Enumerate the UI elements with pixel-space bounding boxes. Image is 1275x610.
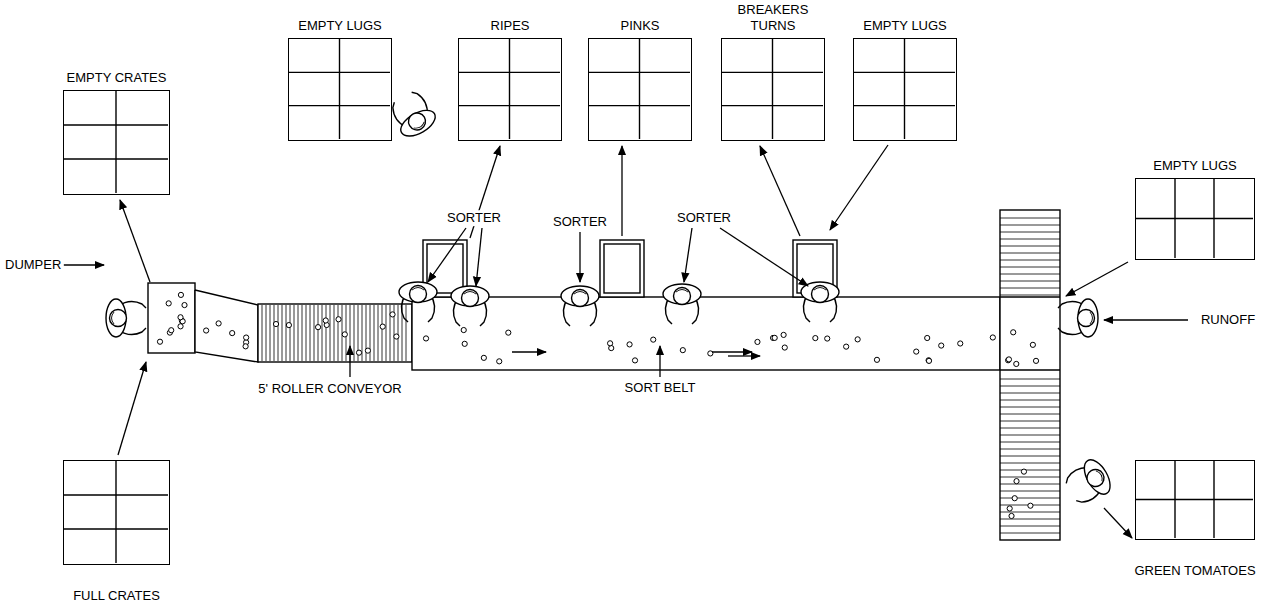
pallet-label: RIPES [488,18,531,34]
flow-arrow [62,264,104,265]
callout-label: DUMPER [3,257,63,273]
runoff-conveyor [1000,210,1060,540]
flow-arrow [830,145,888,230]
grid-lines [459,39,560,139]
worker [801,282,839,322]
pallet-label: EMPTY LUGS [861,18,949,34]
flow-arrow [349,346,350,377]
flow-arrow [760,146,800,236]
callout-label: SORT BELT [623,380,698,396]
pallet-grid: EMPTY LUGS [1135,178,1255,260]
grid-lines [1136,461,1253,538]
flow-arrow [579,232,580,282]
grid-lines [722,39,823,139]
worker [663,284,701,324]
pallet-label: EMPTY LUGS [296,18,384,34]
worker [106,299,146,337]
roller-conveyor [258,304,412,362]
grid-lines [1136,179,1253,258]
pallet-label: EMPTY LUGS [1151,158,1239,174]
chute [195,290,258,362]
callout-label: RUNOFF [1199,312,1257,328]
callout-label: 5' ROLLER CONVEYOR [256,381,403,397]
callout-label: SORTER [675,210,733,226]
sort-bin [600,240,644,297]
dump-table [148,283,195,353]
callout-label: SORTER [551,214,609,230]
grid-lines [589,39,690,139]
flow-arrow [118,362,146,455]
flow-arrow [428,228,466,282]
pallet-label: FULL CRATES [71,588,162,604]
pallet-grid: GREEN TOMATOES [1135,460,1255,540]
grid-lines [854,39,955,139]
flow-arrow [684,228,692,282]
pallet-grid: BREAKERS TURNS [721,38,825,141]
pallet-label: EMPTY CRATES [65,70,169,86]
flow-arrow [728,355,760,356]
pallet-grid: PINKS [588,38,692,141]
flow-arrow [659,346,660,377]
worker [1062,456,1116,509]
pallet-grid: FULL CRATES [63,460,170,565]
pallet-label: PINKS [618,18,661,34]
pallet-grid: EMPTY LUGS [288,38,392,141]
callout-label: SORTER [445,210,503,226]
flow-arrow [120,200,150,282]
sort-belt [412,297,1000,370]
flow-arrow [512,351,546,352]
worker [1058,299,1098,337]
pallet-label: BREAKERS TURNS [725,2,821,35]
flow-arrow [621,146,622,236]
worker [387,88,440,142]
flow-arrow [712,351,752,352]
flow-arrow [1104,508,1132,538]
flow-arrow [476,228,482,286]
flow-arrow [1066,262,1128,296]
worker [399,282,437,322]
pallet-grid: RIPES [458,38,562,141]
grid-lines [289,39,390,139]
flow-arrow [720,228,808,286]
worker [451,286,489,326]
pallet-grid: EMPTY LUGS [853,38,957,141]
grid-lines [64,461,168,563]
flow-arrow [1104,319,1188,320]
worker [561,286,599,326]
pallet-label: GREEN TOMATOES [1132,563,1257,579]
grid-lines [64,91,168,193]
pallet-grid: EMPTY CRATES [63,90,170,195]
